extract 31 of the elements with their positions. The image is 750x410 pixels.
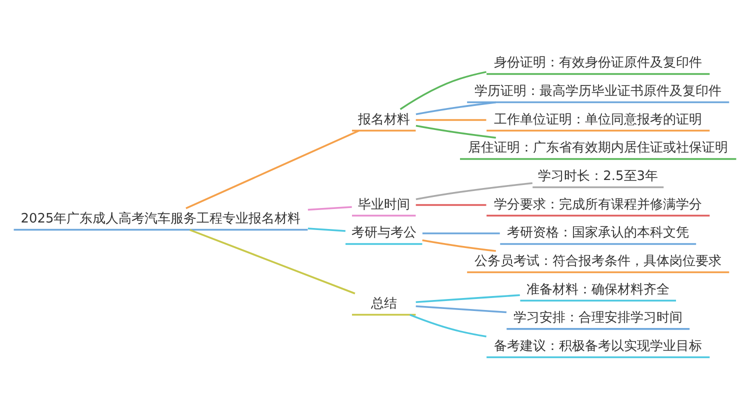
node-text: 总结 (370, 296, 397, 312)
connector (416, 294, 520, 303)
node-text: 考研资格：国家承认的本科文凭 (507, 226, 690, 241)
connector (308, 228, 346, 232)
connector (422, 239, 496, 252)
node-text: 居住证明：广东省有效期内居住证或社保证明 (468, 140, 728, 156)
node-text: 报名材料 (358, 112, 410, 128)
node-text: 公务员考试：符合报考条件，具体岗位要求 (474, 254, 722, 269)
connector (308, 206, 352, 211)
node-text: 毕业时间 (358, 197, 410, 212)
node-text: 学分要求：完成所有课程并修满学分 (494, 197, 702, 212)
node-text: 学习时长：2.5至3年 (538, 168, 658, 184)
connector (186, 130, 360, 210)
node-text: 工作单位证明：单位同意报考的证明 (494, 112, 702, 128)
connector (416, 101, 496, 116)
connector (400, 71, 486, 110)
node-text: 备考建议：积极备考以实现学业目标 (494, 338, 702, 354)
node-text: 考研与考公 (351, 226, 416, 241)
node-text: 准备材料：确保材料齐全 (526, 282, 670, 298)
connector (422, 232, 500, 234)
connector (416, 119, 486, 121)
node-text: 2025年广东成人高考汽车服务工程专业报名材料 (20, 211, 301, 226)
connector (416, 305, 507, 314)
node-text: 身份证明：有效身份证原件及复印件 (494, 56, 702, 71)
connector (416, 204, 486, 206)
connector (190, 229, 356, 294)
connector (416, 124, 496, 139)
node-text: 学历证明：最高学历毕业证书原件及复印件 (474, 84, 722, 99)
connector (416, 182, 532, 200)
node-text: 学习安排：合理安排学习时间 (514, 310, 683, 326)
connector (410, 314, 486, 338)
